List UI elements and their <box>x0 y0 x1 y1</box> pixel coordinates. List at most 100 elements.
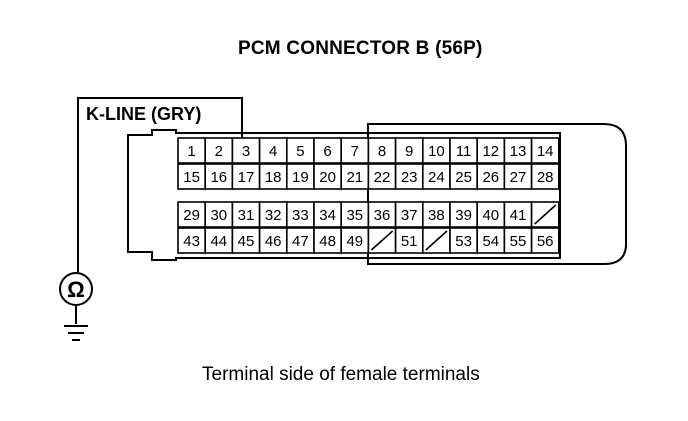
terminal-cell <box>204 201 234 228</box>
terminal-cell <box>476 227 506 254</box>
terminal-cell <box>394 201 424 228</box>
terminal-number: 35 <box>346 207 363 224</box>
terminal-cell <box>313 227 343 254</box>
terminal-number: 41 <box>510 207 527 224</box>
terminal-number: 24 <box>428 169 445 186</box>
terminal-cell <box>503 227 533 254</box>
terminal-cell <box>285 163 315 190</box>
terminal-cell <box>394 137 424 164</box>
terminal-number: 21 <box>346 169 363 186</box>
terminal-number: 20 <box>319 169 336 186</box>
terminal-number: 30 <box>210 207 227 224</box>
terminal-number: 28 <box>537 169 554 186</box>
terminal-number: 31 <box>238 207 255 224</box>
terminal-number: 53 <box>455 233 472 250</box>
terminal-number: 26 <box>482 169 499 186</box>
terminal-cell <box>367 137 397 164</box>
terminal-number: 25 <box>455 169 472 186</box>
terminal-number: 34 <box>319 207 336 224</box>
terminal-number: 9 <box>405 143 413 160</box>
terminal-number: 22 <box>374 169 391 186</box>
terminal-number: 2 <box>215 143 223 160</box>
terminal-number: 46 <box>265 233 282 250</box>
terminal-cell <box>340 201 370 228</box>
ground-icon <box>64 325 88 341</box>
terminal-number: 13 <box>510 143 527 160</box>
terminal-number: 5 <box>296 143 304 160</box>
terminal-cell <box>204 163 234 190</box>
ohmmeter-glyph: Ω <box>67 277 85 302</box>
terminal-number: 8 <box>378 143 386 160</box>
terminal-cell <box>530 227 560 254</box>
terminal-number: 6 <box>323 143 331 160</box>
terminal-number: 45 <box>238 233 255 250</box>
terminal-cell <box>340 163 370 190</box>
terminal-number: 36 <box>374 207 391 224</box>
terminal-number: 15 <box>183 169 200 186</box>
terminal-number: 43 <box>183 233 200 250</box>
terminal-number: 48 <box>319 233 336 250</box>
terminal-cell <box>503 201 533 228</box>
terminal-cell <box>231 137 261 164</box>
terminal-number: 55 <box>510 233 527 250</box>
terminal-number: 40 <box>482 207 499 224</box>
terminal-cell <box>367 201 397 228</box>
terminal-number: 12 <box>482 143 499 160</box>
terminal-number: 16 <box>210 169 227 186</box>
unused-terminal-mark <box>370 230 394 251</box>
terminal-cell <box>449 137 479 164</box>
terminal-cell <box>449 227 479 254</box>
terminal-cell <box>313 137 343 164</box>
terminal-number: 32 <box>265 207 282 224</box>
terminal-cell <box>177 227 207 254</box>
terminal-number: 18 <box>265 169 282 186</box>
terminal-cell <box>421 163 451 190</box>
terminal-number: 54 <box>482 233 499 250</box>
terminal-cell <box>204 137 234 164</box>
terminal-cell <box>503 137 533 164</box>
unused-terminal-mark <box>534 204 557 225</box>
terminal-cell <box>394 227 424 254</box>
terminal-number: 44 <box>210 233 227 250</box>
terminal-number: 11 <box>456 143 472 160</box>
terminal-cell <box>530 163 560 190</box>
unused-terminal-mark <box>425 230 448 251</box>
terminal-cell <box>476 201 506 228</box>
wire-label: K-LINE (GRY) <box>86 104 202 124</box>
terminal-number: 33 <box>292 207 309 224</box>
terminal-cell <box>231 227 261 254</box>
terminal-number: 23 <box>401 169 418 186</box>
connector-body <box>127 129 561 261</box>
terminal-number: 47 <box>292 233 309 250</box>
terminal-number: 7 <box>351 143 359 160</box>
terminal-number: 4 <box>269 143 277 160</box>
terminal-number: 49 <box>346 233 363 250</box>
terminal-number: 38 <box>428 207 445 224</box>
terminal-cell <box>394 163 424 190</box>
terminal-number: 3 <box>242 143 250 160</box>
terminal-cell <box>503 163 533 190</box>
terminal-number: 51 <box>401 233 418 250</box>
terminal-number: 14 <box>537 143 554 160</box>
terminal-cell <box>258 137 288 164</box>
diagram-caption: Terminal side of female terminals <box>202 364 480 385</box>
terminal-number: 29 <box>183 207 200 224</box>
terminal-number: 10 <box>428 143 445 160</box>
terminal-number: 27 <box>510 169 527 186</box>
terminal-cell <box>204 227 234 254</box>
terminal-number: 56 <box>537 233 554 250</box>
terminal-cell <box>285 137 315 164</box>
terminal-number: 39 <box>455 207 472 224</box>
terminal-cell <box>285 227 315 254</box>
probe-wire <box>77 97 243 272</box>
terminal-cell <box>530 137 560 164</box>
connector-shroud <box>367 123 627 265</box>
terminal-cell <box>367 163 397 190</box>
terminal-number: 1 <box>187 143 195 160</box>
terminal-cell <box>258 163 288 190</box>
diagram-title: PCM CONNECTOR B (56P) <box>238 38 483 59</box>
terminal-number: 19 <box>292 169 309 186</box>
